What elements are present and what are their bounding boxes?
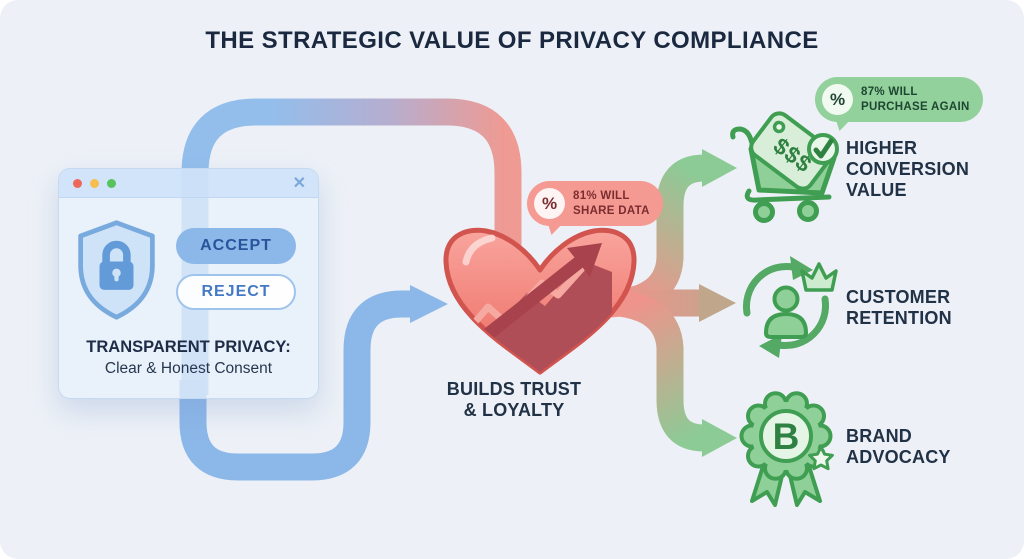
share-data-callout: % 81% WILL SHARE DATA <box>527 181 663 235</box>
reject-button[interactable]: REJECT <box>176 274 296 310</box>
customer-loop-crown-icon <box>742 256 838 358</box>
heart-highlight <box>462 234 496 266</box>
arrowhead-middle-icon <box>699 284 736 322</box>
flow-ribbon-consent-to-heart-bottom <box>179 290 412 481</box>
flow-branch-bottom <box>608 288 705 452</box>
purchase-again-callout: % 87% WILL PURCHASE AGAIN <box>815 77 983 131</box>
builds-trust-label: BUILDS TRUST & LOYALTY <box>446 379 582 420</box>
accept-button[interactable]: ACCEPT <box>176 228 296 264</box>
crown-icon <box>800 262 838 292</box>
consent-heading: TRANSPARENT PRIVACY: <box>86 338 291 356</box>
green-arrowhead-top-icon <box>702 149 737 187</box>
flow-ribbon-consent-to-heart-top <box>181 98 522 395</box>
traffic-light-yellow-icon <box>90 179 99 188</box>
checkmark-icon <box>813 138 834 159</box>
person-body <box>764 312 808 339</box>
star-icon <box>808 445 834 471</box>
traffic-light-red-icon <box>73 179 82 188</box>
green-arrowhead-bottom-icon <box>702 419 737 457</box>
share-data-text: 81% WILL SHARE DATA <box>573 189 650 217</box>
traffic-light-green-icon <box>107 179 116 188</box>
growth-arrowhead-icon <box>567 243 602 277</box>
consent-window: ✕ ACCEPT REJECT TRANSPARENT PRIVACY: Cle… <box>58 168 319 399</box>
page-title: THE STRATEGIC VALUE OF PRIVACY COMPLIANC… <box>205 27 819 54</box>
consent-subheading: Clear & Honest Consent <box>104 360 273 377</box>
window-titlebar: ✕ <box>59 169 318 198</box>
outcome-label-higher-conversion: HIGHER CONVERSION VALUE <box>846 138 970 200</box>
loop-arrowhead-icon <box>759 334 782 358</box>
person-head <box>772 285 800 313</box>
percent-icon: % <box>822 84 853 115</box>
shopping-cart-price-tag-icon: $$$ <box>730 111 839 223</box>
badge-letter: B <box>773 416 800 457</box>
badge-b-icon: B <box>739 391 834 507</box>
percent-icon: % <box>534 188 565 219</box>
outcome-label-customer-retention: CUSTOMER RETENTION <box>846 287 952 328</box>
cart-wheel <box>753 201 775 223</box>
blue-arrowhead-icon <box>410 285 448 323</box>
close-icon[interactable]: ✕ <box>292 175 306 192</box>
loop-arrowhead-icon <box>790 256 813 280</box>
price-tag-icon: $$$ <box>749 111 833 191</box>
cart-wheel <box>797 200 819 222</box>
purchase-again-text: 87% WILL PURCHASE AGAIN <box>861 85 970 113</box>
outcome-label-brand-advocacy: BRAND ADVOCACY <box>846 426 951 467</box>
shield-lock-icon <box>78 220 155 320</box>
